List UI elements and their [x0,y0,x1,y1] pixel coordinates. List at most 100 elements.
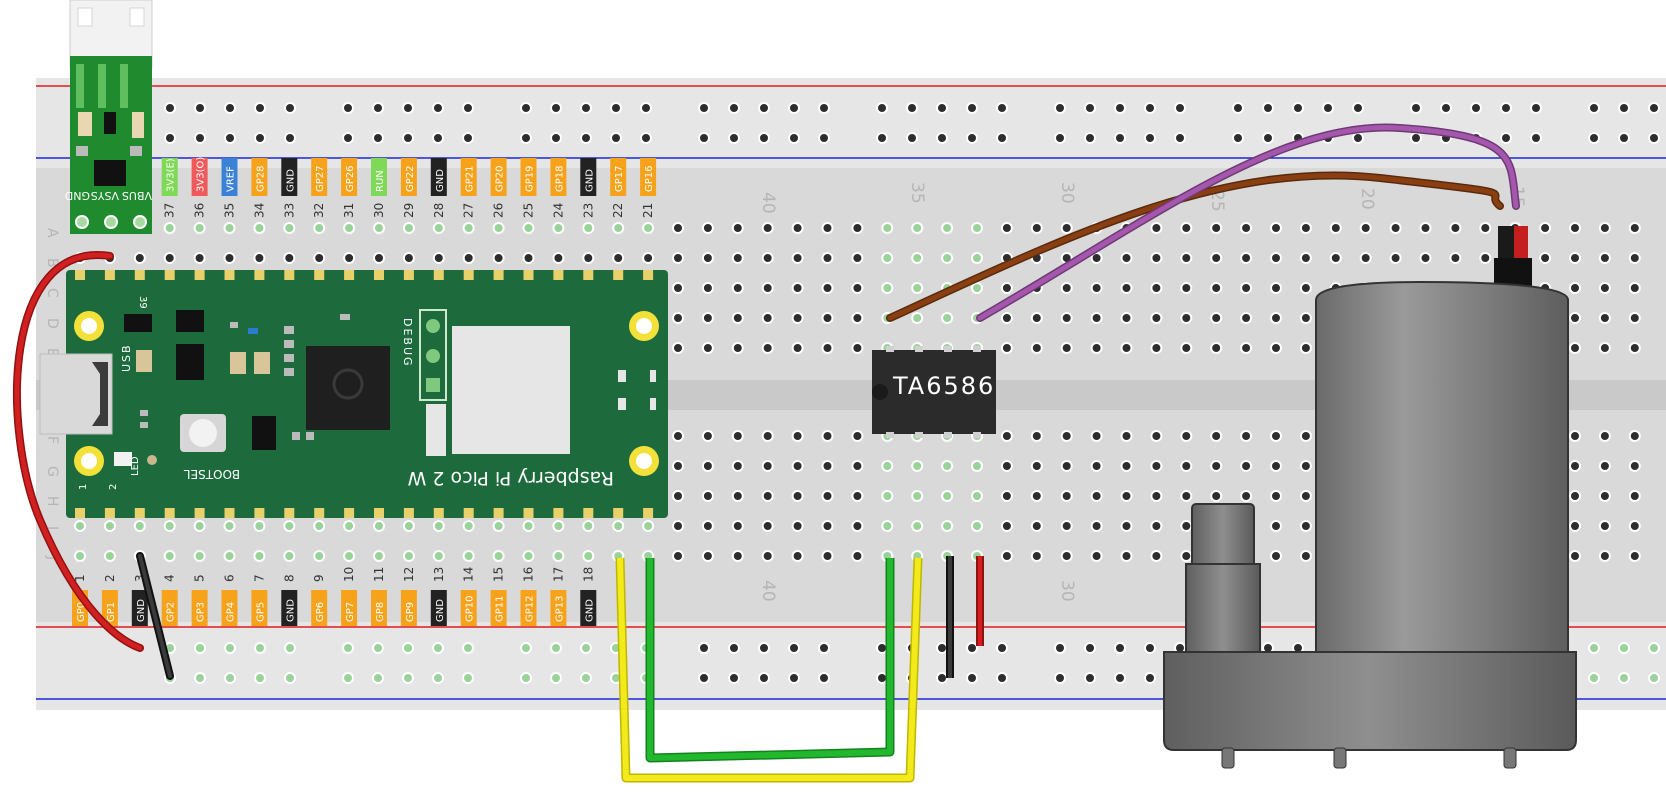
pin-label-text: VREF [226,166,237,192]
breadboard-hole [731,460,744,472]
row-letter-j: J [44,555,60,560]
breadboard-hole [1569,460,1581,472]
column-number-20-top: 20 [1357,188,1377,210]
power-module-label-gnd: GND [65,189,90,202]
breadboard-hole [791,490,804,502]
breadboard-hole [1000,282,1013,294]
rail-hole [936,672,948,684]
pin-number-text: 10 [342,567,356,582]
row-letter-c: C [44,288,60,298]
breadboard-hole [701,282,714,294]
breadboard-hole [672,430,684,442]
breadboard-hole [74,520,86,532]
pin-label-box [460,158,477,196]
breadboard-hole [1210,460,1223,472]
breadboard-hole [1030,490,1043,502]
breadboard-hole [1030,430,1043,442]
rail-hole [936,642,948,654]
breadboard-hole [791,520,804,532]
pin-label-text: GND [435,599,446,622]
breadboard-hole [1150,342,1163,354]
pin-label-text: GP7 [345,602,356,622]
rail-hole [906,132,918,144]
breadboard-hole [1090,342,1103,354]
pin-label-box [161,158,178,196]
row-letter-i: I [44,526,60,530]
breadboard-hole [1389,222,1402,234]
breadboard-hole [672,490,684,502]
breadboard-hole [1180,252,1193,264]
breadboard-hole [851,252,864,264]
breadboard-hole [432,252,445,264]
breadboard-hole [283,550,296,562]
rail-hole [640,102,652,114]
pin-label-box [430,158,447,196]
pin-label-text: RUN [375,170,386,192]
breadboard-hole [1180,222,1193,234]
pico-pad [463,270,474,280]
breadboard-hole [701,430,714,442]
breadboard-hole [1299,252,1312,264]
row-letters: A B C D E F G H I J [44,228,60,560]
wire-black-gnd [138,554,172,678]
breadboard-hole [701,312,714,324]
breadboard-hole [1090,430,1103,442]
breadboard-hole [731,430,744,442]
breadboard-hole [1030,312,1043,324]
rail-hole [966,132,978,144]
rail-hole [818,672,830,684]
breadboard-hole [971,460,983,472]
rail-hole [698,642,710,654]
breadboard-hole [1598,252,1611,264]
breadboard-hole [343,520,356,532]
rail-hole [372,132,384,144]
pin-number-text: 35 [223,203,237,218]
pin-label-box [371,590,387,626]
top-pin-labels: 3V3(E)373V3(O)36VREF35GP2834GND33GP2732G… [161,157,657,218]
breadboard-hole [1210,312,1223,324]
breadboard-hole [492,520,505,532]
pin-one-label: 1 [78,484,89,490]
rail-hole [194,132,206,144]
pin-number-text: 13 [432,567,446,582]
rail-hole [1054,102,1066,114]
pico-pad [164,508,175,518]
breadboard-hole [672,282,684,294]
pico-pad [344,508,355,518]
breadboard-hole [313,520,326,532]
rail-hole [1292,102,1304,114]
breadboard-hole [492,252,505,264]
rail-hole [1174,132,1186,144]
breadboard-hole [1090,490,1103,502]
rail-hole [402,102,414,114]
rail-hole [1530,132,1542,144]
pin-label-box [640,158,657,196]
rail-hole [432,642,444,654]
breadboard-hole [1240,490,1253,502]
breadboard-hole [193,252,206,264]
led-label: LED [130,456,141,476]
pin-label-text: GP0 [76,602,87,622]
breadboard-hole [402,550,415,562]
breadboard-hole [881,490,894,502]
pin-label-box [550,158,567,196]
rail-hole [936,102,948,114]
breadboard-hole [701,222,714,234]
pin-label-text: GP10 [465,595,476,622]
rail-hole [1648,672,1660,684]
breadboard-hole [1419,222,1432,234]
pico-pad [643,270,654,280]
rail-hole [372,642,384,654]
breadboard-hole [791,252,804,264]
breadboard-hole [1090,252,1103,264]
pin-two-label: 2 [108,484,119,490]
rail-hole [1648,102,1660,114]
pin-number-text: 16 [522,567,536,582]
breadboard-hole [223,222,236,234]
breadboard-hole [971,520,983,532]
breadboard-hole [1329,222,1342,234]
breadboard-hole [1598,490,1611,502]
breadboard-hole [1000,222,1013,234]
debug-label: DEBUG [401,318,414,368]
pin-label-text: 3V3(E) [166,158,177,192]
